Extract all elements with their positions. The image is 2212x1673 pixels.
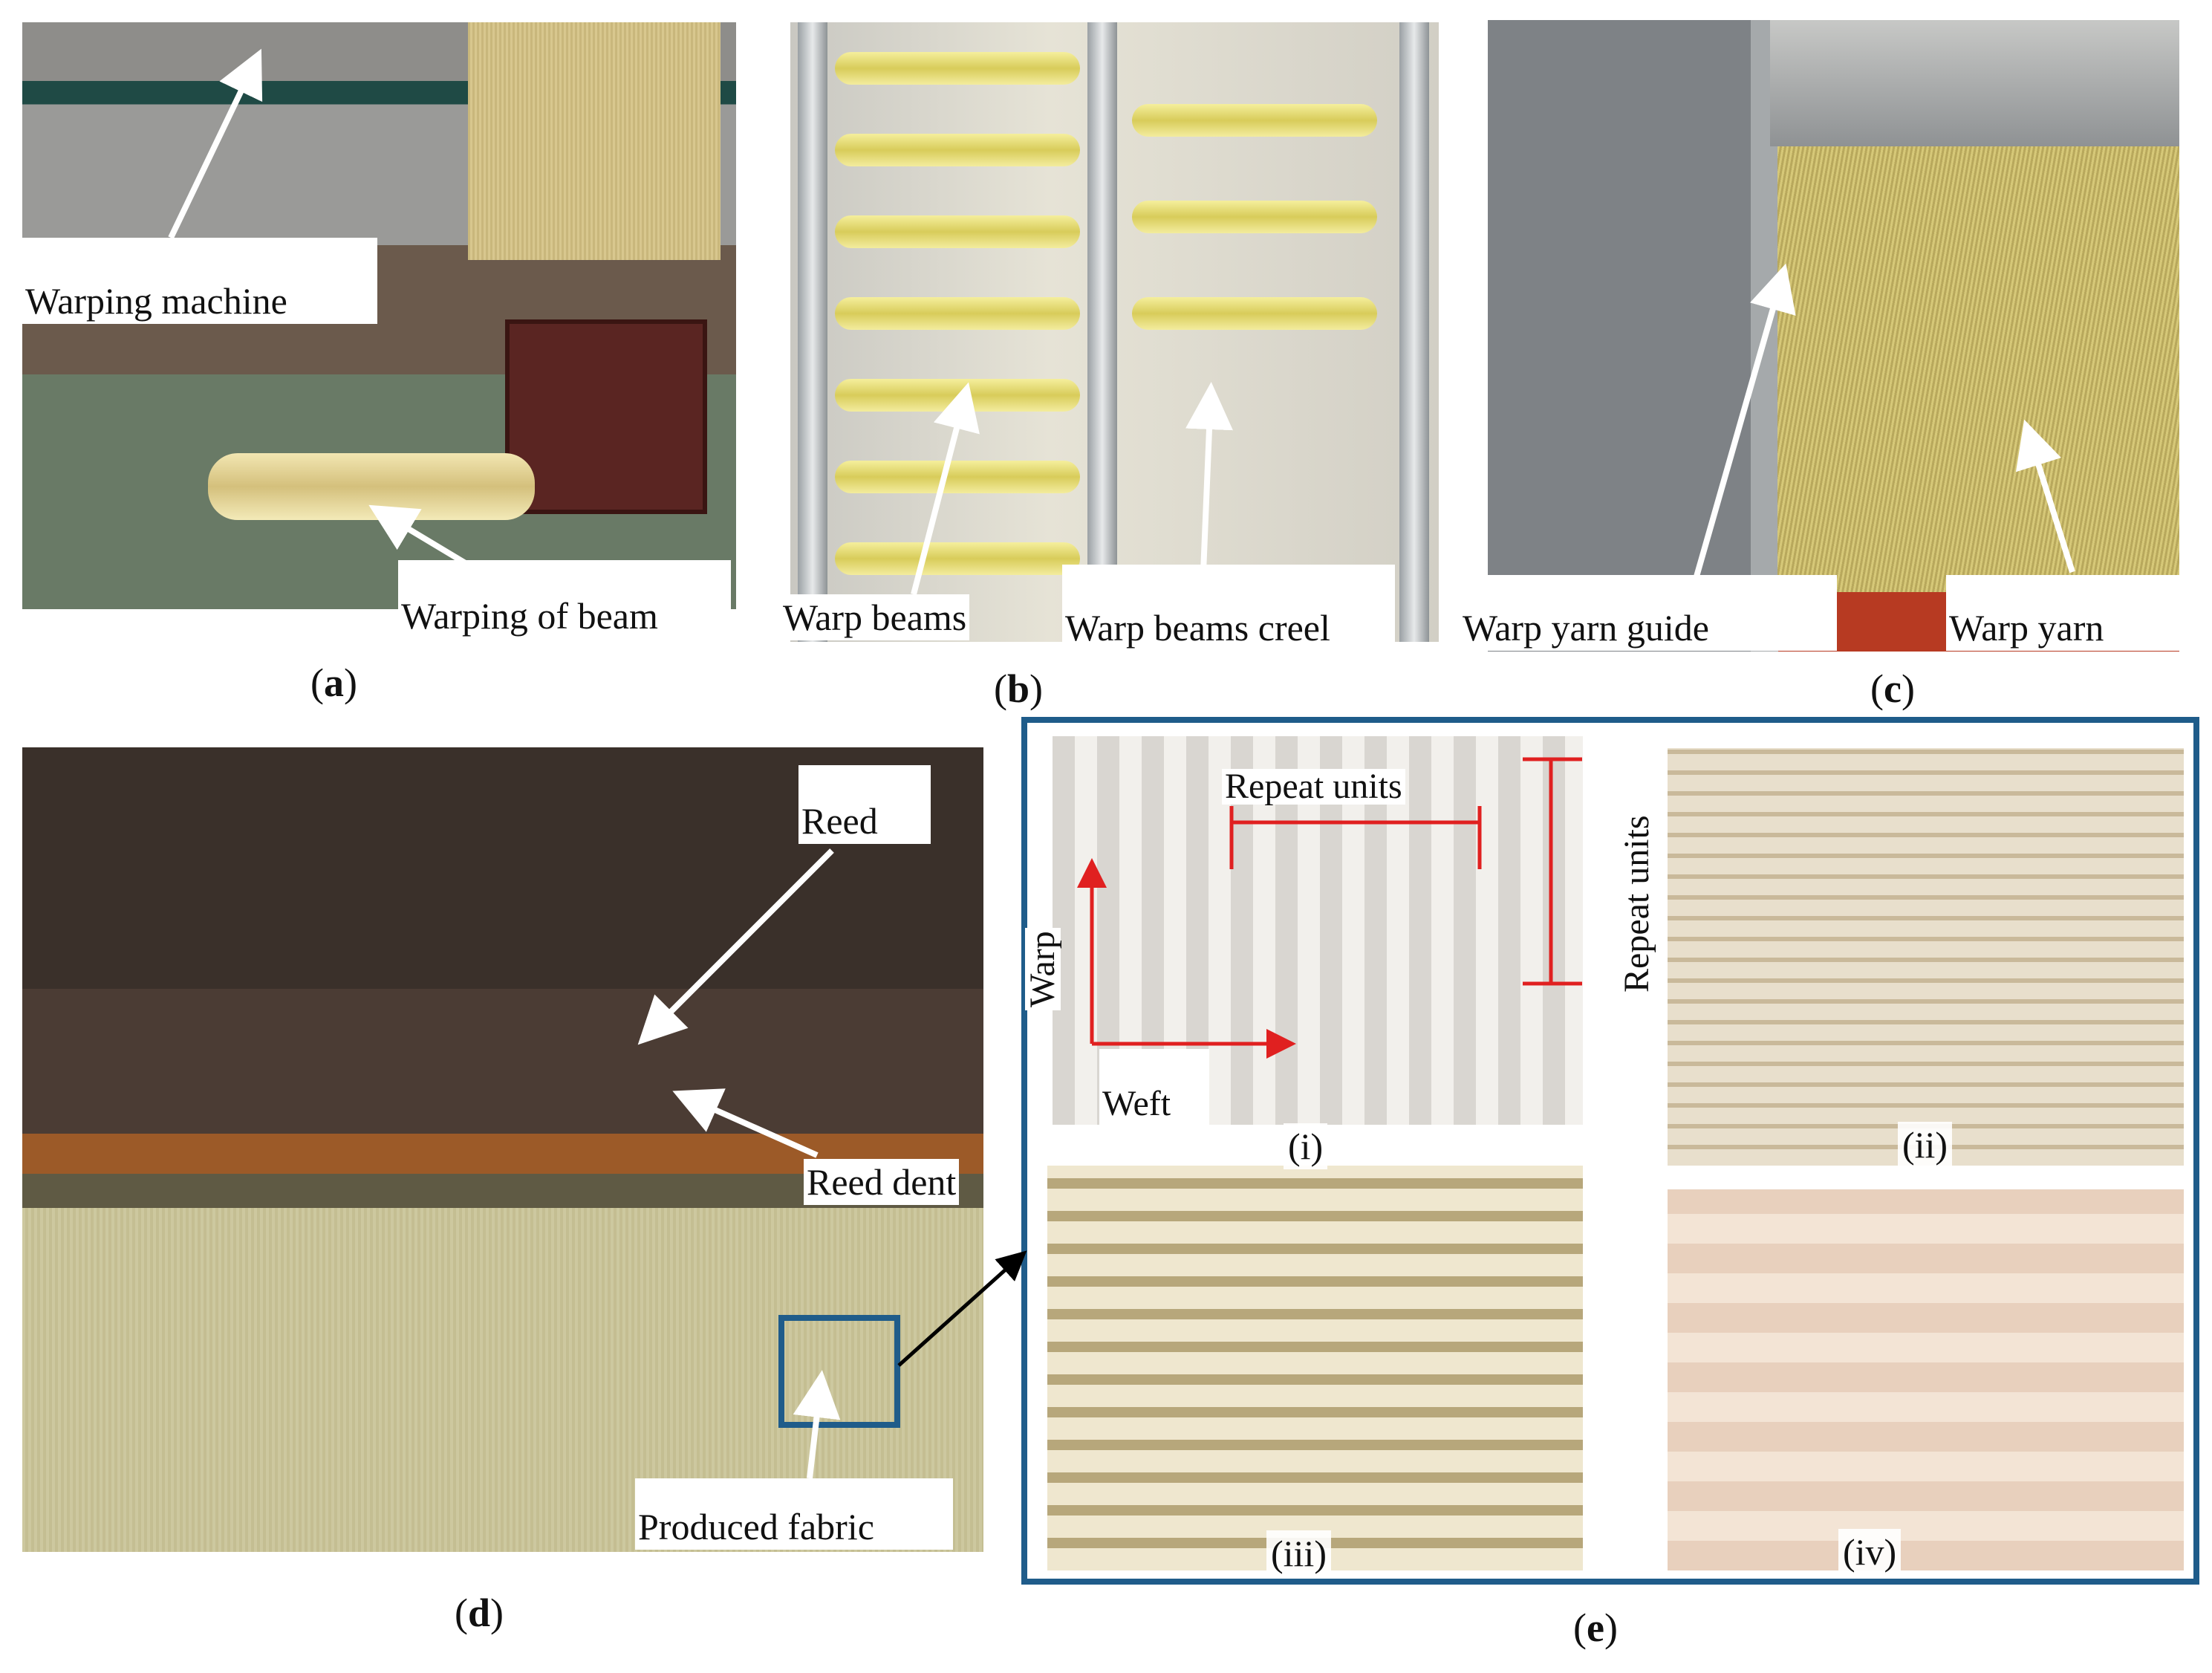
subpanel-label-iv: (iv) [1838, 1529, 1902, 1575]
label-warp-yarn-guide: Warp yarn guide [1460, 575, 1837, 651]
caption-c: (c) [1870, 666, 1915, 711]
caption-a: (a) [310, 660, 357, 705]
photo-warp-beams-creel [790, 22, 1439, 642]
arrow-warp-beams [911, 382, 980, 596]
arrow-zoom [897, 1250, 1027, 1367]
arrow-warping-machine [168, 48, 263, 239]
subpanel-label-ii: (ii) [1898, 1122, 1953, 1168]
weave-image-iii [1047, 1166, 1583, 1570]
label-warping-machine: Warping machine [22, 238, 377, 324]
arrow-warp-yarn [2015, 419, 2075, 574]
arrow-produced-fabric [793, 1370, 841, 1479]
label-warping-of-beam: Warping of beam [398, 560, 731, 639]
label-produced-fabric: Produced fabric [635, 1478, 953, 1550]
label-repeat-units: Repeat units [1222, 769, 1405, 805]
warp-yarn-sheet [1777, 146, 2179, 592]
label-reed: Reed [798, 765, 931, 844]
weave-image-i [1053, 736, 1583, 1125]
highlight-box [778, 1315, 900, 1428]
arrow-reed [637, 848, 834, 1045]
caption-e: (e) [1573, 1605, 1618, 1650]
arrow-reed-dent [672, 1088, 819, 1158]
tool-box [505, 319, 707, 514]
label-warp-yarn: Warp yarn [1946, 575, 2190, 651]
subpanel-label-iii: (iii) [1266, 1530, 1331, 1576]
woven-structure-panel [1021, 717, 2199, 1585]
caption-d: (d) [455, 1591, 504, 1635]
label-warp-beams: Warp beams [780, 594, 970, 640]
arrow-warp-beams-creel [1185, 382, 1233, 573]
subpanel-label-i: (i) [1284, 1123, 1328, 1169]
weave-image-iv [1668, 1189, 2184, 1570]
label-warp-beams-creel: Warp beams creel [1062, 565, 1395, 651]
weave-image-ii [1668, 748, 2184, 1166]
yarn-sheet [468, 22, 720, 260]
caption-b: (b) [994, 666, 1044, 711]
label-reed-dent: Reed dent [804, 1159, 960, 1205]
arrow-warping-of-beam [368, 504, 470, 568]
label-weft: Weft [1099, 1049, 1209, 1126]
arrow-warp-yarn-guide [1691, 263, 1796, 588]
